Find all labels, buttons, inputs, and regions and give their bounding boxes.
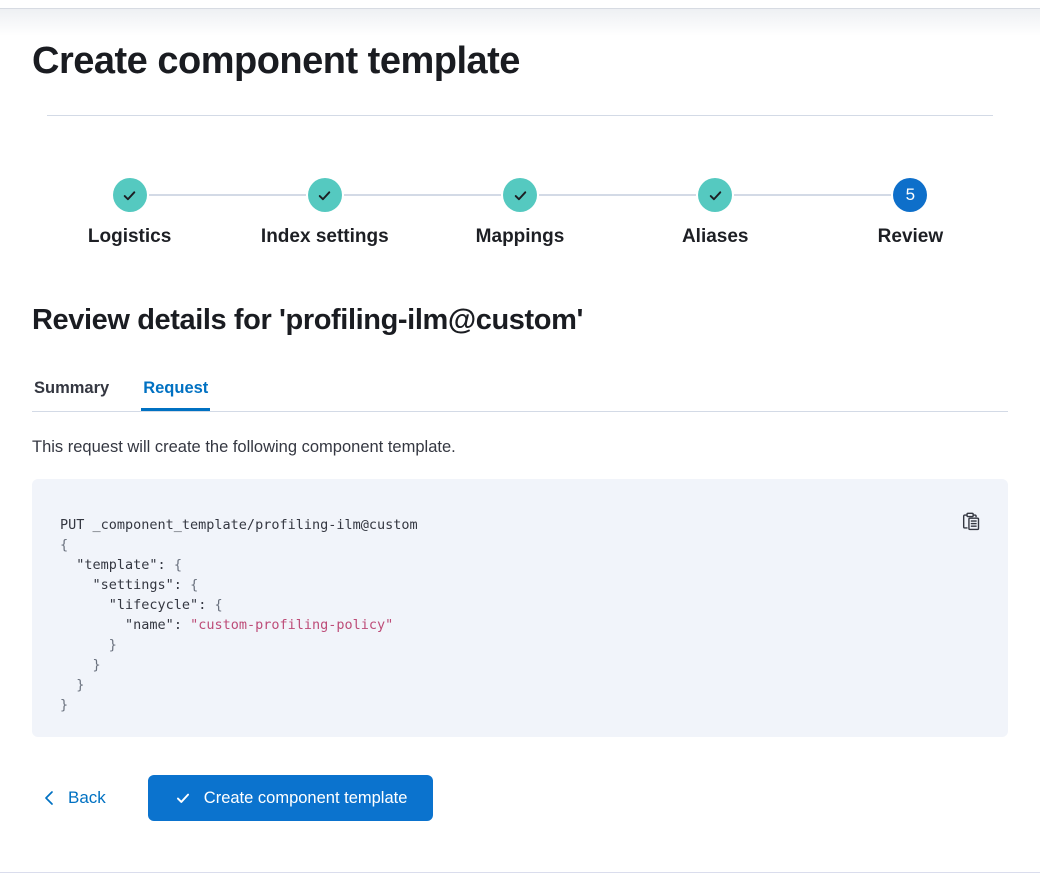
code-line: "template": { [76, 557, 182, 573]
step-indicator[interactable] [503, 178, 537, 212]
step-label: Mappings [475, 226, 565, 247]
check-icon [514, 190, 526, 200]
review-heading: Review details for 'profiling-ilm@custom… [32, 304, 583, 336]
step-label: Aliases [681, 226, 749, 247]
code-line: { [60, 537, 69, 553]
step-label: Index settings [260, 226, 389, 247]
tab-bar: Summary Request [32, 369, 1008, 412]
step-logistics[interactable]: Logistics [32, 178, 227, 248]
bottom-divider [0, 872, 1040, 873]
back-button[interactable]: Back [42, 788, 106, 808]
top-edge [0, 0, 1040, 8]
copy-clipboard-icon [962, 512, 980, 531]
step-indicator[interactable] [698, 178, 733, 212]
step-indicator[interactable] [307, 178, 342, 212]
step-label: Review [877, 226, 944, 247]
request-code: PUT _component_template/profiling-ilm@cu… [32, 479, 1008, 745]
wizard-footer: Back Create component template [32, 775, 1008, 821]
copy-to-clipboard-button[interactable] [961, 511, 982, 535]
create-button-label: Create component template [203, 788, 408, 807]
code-line: } [60, 697, 69, 713]
chevron-left-icon [45, 791, 53, 805]
back-label: Back [68, 788, 106, 807]
request-description: This request will create the following c… [32, 438, 456, 456]
code-line: "name": "custom-profiling-policy" [125, 617, 394, 633]
step-index-settings[interactable]: Index settings [148, 178, 422, 248]
check-icon [709, 190, 721, 200]
header-shadow [0, 8, 1040, 36]
tab-summary[interactable]: Summary [32, 369, 111, 411]
step-mappings[interactable]: Mappings [343, 178, 617, 248]
tab-request[interactable]: Request [141, 369, 210, 411]
step-indicator[interactable]: 5 [893, 178, 928, 212]
wizard-page: Create component template Logistics Index… [0, 40, 1040, 821]
step-label: Logistics [87, 226, 172, 247]
code-line: "settings": { [92, 577, 199, 593]
code-line: PUT _component_template/profiling-ilm@cu… [60, 517, 418, 533]
code-line: } [60, 637, 117, 653]
title-divider [47, 115, 993, 116]
check-icon [176, 793, 189, 803]
create-component-template-button[interactable]: Create component template [147, 775, 434, 821]
step-indicator[interactable] [112, 178, 147, 212]
code-line: } [60, 677, 85, 693]
request-code-block: PUT _component_template/profiling-ilm@cu… [32, 479, 1008, 737]
code-line: "lifecycle": { [108, 597, 223, 613]
step-number: 5 [905, 185, 916, 204]
check-icon [319, 190, 331, 200]
step-aliases[interactable]: Aliases [538, 178, 813, 248]
code-line: } [60, 657, 101, 673]
page-title: Create component template [32, 40, 520, 82]
check-icon [123, 190, 136, 200]
